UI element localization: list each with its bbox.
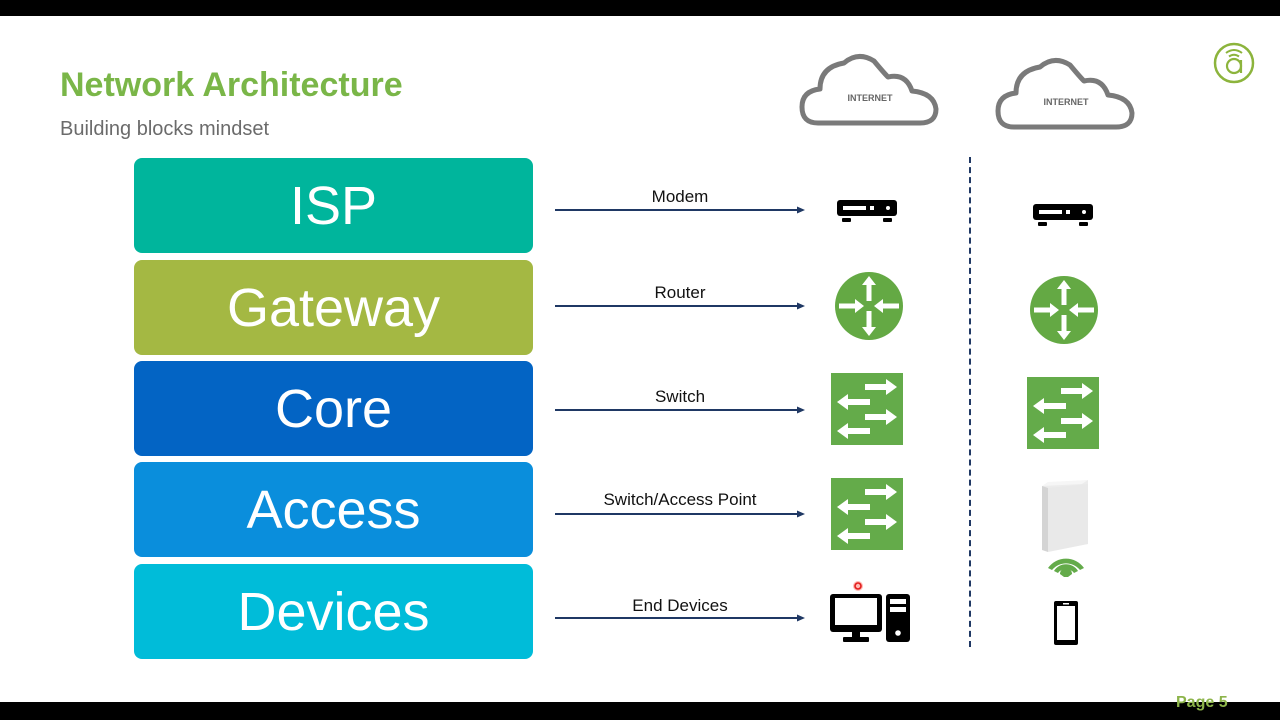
connector-label-router: Router [654,283,706,302]
layer-label: ISP [289,175,378,236]
layer-label: Access [246,479,421,540]
router-icon [1030,276,1098,344]
slide-title: Network Architecture [60,66,403,104]
smartphone-icon [1054,601,1078,645]
connector-label-switch-access-point: Switch/Access Point [603,490,757,509]
switch-icon [831,373,903,445]
layer-block-core: Core [134,361,533,456]
router-icon [835,272,903,340]
modem-icon [1033,204,1093,226]
slide: Network Architecture Building blocks min… [0,16,1280,711]
connector-arrow [555,614,805,622]
connector-label-modem: Modem [651,187,709,206]
cloud-icon [995,58,1135,130]
modem-icon [837,200,897,222]
connector-arrow [555,406,805,414]
internet-cloud-left: INTERNET [798,47,942,131]
switch-icon [831,478,903,550]
page-number: Page 5 [1176,694,1228,711]
layer-block-devices: Devices [134,564,533,659]
layer-block-access: Access [134,462,533,557]
company-logo-icon [1213,42,1255,84]
slide-subtitle: Building blocks mindset [60,118,269,140]
connector-label-end-devices: End Devices [632,596,728,615]
cloud-label: INTERNET [1043,97,1089,107]
column-divider [969,157,971,647]
desktop-computer-icon [830,581,910,642]
switch-icon [1027,377,1099,449]
connector-arrow [555,206,805,214]
internet-cloud-right: INTERNET [994,51,1138,135]
connector-arrow [555,510,805,518]
layer-label: Core [274,378,393,439]
connector-arrow [555,302,805,310]
cloud-icon [799,54,939,126]
connector-label-switch: Switch [654,387,706,406]
cloud-label: INTERNET [847,93,893,103]
layer-block-gateway: Gateway [134,260,533,355]
layer-label: Devices [237,581,430,642]
layer-label: Gateway [226,277,441,338]
layer-block-isp: ISP [134,158,533,253]
wireless-access-point-icon [1042,480,1088,577]
